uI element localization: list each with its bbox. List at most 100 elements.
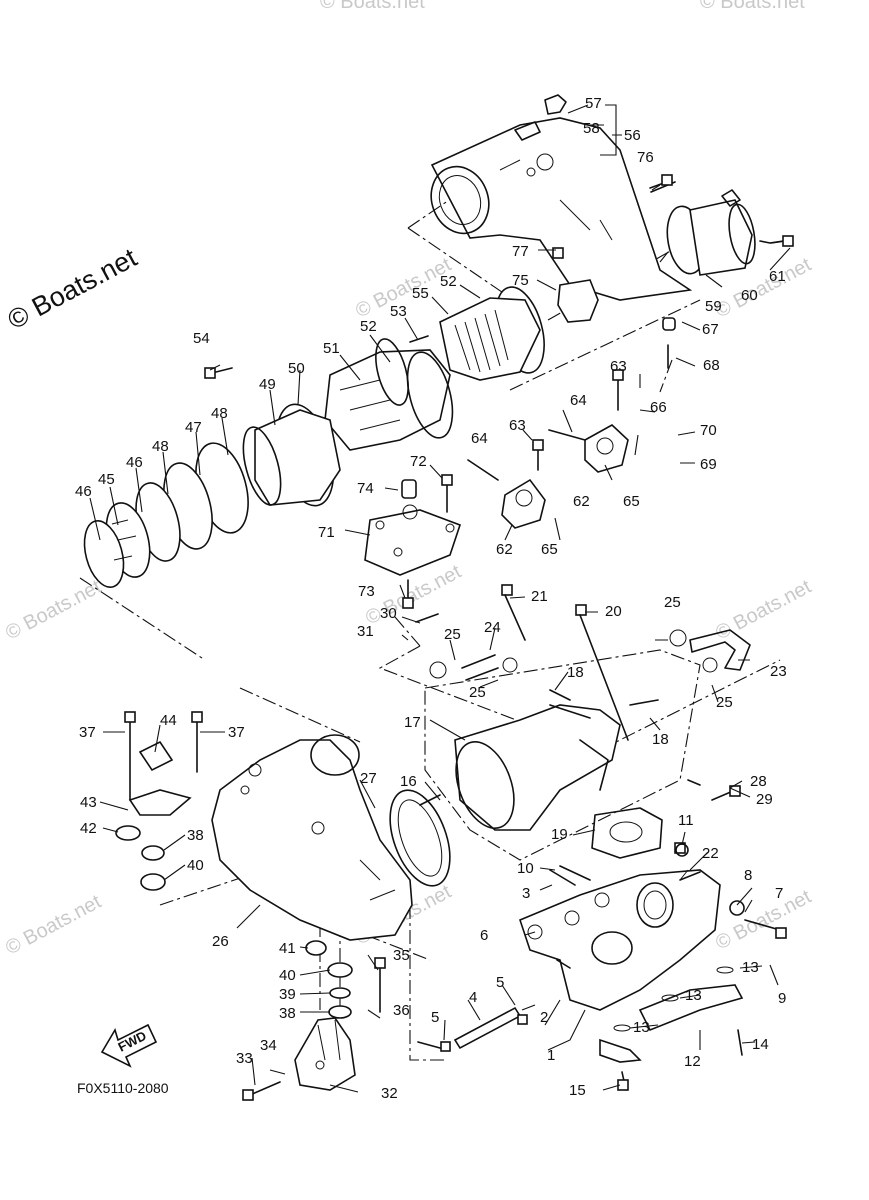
callout-66: 66 bbox=[650, 399, 667, 416]
callout-16: 16 bbox=[400, 773, 417, 790]
callout-49: 49 bbox=[259, 376, 276, 393]
callout-74: 74 bbox=[357, 480, 374, 497]
callout-32: 32 bbox=[381, 1085, 398, 1102]
callout-72: 72 bbox=[410, 453, 427, 470]
watermark-text: © Boats.net bbox=[700, 0, 805, 13]
callout-44: 44 bbox=[160, 712, 177, 729]
callout-75: 75 bbox=[512, 272, 529, 289]
callout-35: 35 bbox=[393, 947, 410, 964]
callout-25: 25 bbox=[664, 594, 681, 611]
callout-labels: 1 2 3 4 5 5 6 7 8 9 10 11 12 13 13 13 14… bbox=[75, 95, 787, 1102]
impeller-housing bbox=[324, 286, 545, 451]
callout-41: 41 bbox=[279, 940, 296, 957]
callout-65: 65 bbox=[541, 541, 558, 558]
callout-20: 20 bbox=[605, 603, 622, 620]
callout-36: 36 bbox=[393, 1002, 410, 1019]
callout-59: 59 bbox=[705, 298, 722, 315]
callout-21: 21 bbox=[531, 588, 548, 605]
callout-39: 39 bbox=[279, 986, 296, 1003]
callout-63: 63 bbox=[610, 358, 627, 375]
callout-2: 2 bbox=[540, 1009, 548, 1026]
washers-grommets bbox=[115, 825, 353, 1019]
bearing-block-left bbox=[501, 478, 546, 529]
callout-26: 26 bbox=[212, 933, 229, 950]
callout-45: 45 bbox=[98, 471, 115, 488]
callout-47: 47 bbox=[185, 419, 202, 436]
callout-76: 76 bbox=[637, 149, 654, 166]
callout-56: 56 bbox=[624, 127, 641, 144]
callout-13: 13 bbox=[685, 987, 702, 1004]
intake-duct bbox=[454, 704, 621, 831]
exhaust-manifold bbox=[519, 869, 721, 1011]
callout-30: 30 bbox=[380, 605, 397, 622]
callout-34: 34 bbox=[260, 1037, 277, 1054]
callout-18: 18 bbox=[567, 664, 584, 681]
callout-48: 48 bbox=[211, 405, 228, 422]
watermark-text: © Boats.net bbox=[712, 886, 815, 955]
intake-cover bbox=[211, 734, 413, 941]
callout-1: 1 bbox=[547, 1047, 555, 1064]
callout-17: 17 bbox=[404, 714, 421, 731]
callout-11: 11 bbox=[678, 812, 694, 829]
callout-52: 52 bbox=[440, 273, 457, 290]
callout-22: 22 bbox=[702, 845, 719, 862]
bracket-75 bbox=[557, 279, 599, 323]
callout-10: 10 bbox=[517, 860, 534, 877]
callout-14: 14 bbox=[752, 1036, 769, 1053]
bolts bbox=[124, 174, 794, 1101]
callout-62: 62 bbox=[496, 541, 513, 558]
watermark-brand: © Boats.net bbox=[3, 242, 142, 335]
callout-38: 38 bbox=[279, 1005, 296, 1022]
watermark-text: © Boats.net bbox=[362, 561, 465, 630]
callout-15: 15 bbox=[569, 1082, 586, 1099]
callout-28: 28 bbox=[750, 773, 767, 790]
callout-27: 27 bbox=[360, 770, 377, 787]
callout-71: 71 bbox=[318, 524, 335, 541]
callout-6: 6 bbox=[480, 927, 488, 944]
callout-37: 37 bbox=[79, 724, 96, 741]
callout-70: 70 bbox=[700, 422, 717, 439]
callout-3: 3 bbox=[522, 885, 530, 902]
bearing-block-right bbox=[584, 424, 629, 473]
callout-8: 8 bbox=[744, 867, 752, 884]
callout-23: 23 bbox=[770, 663, 787, 680]
callout-51: 51 bbox=[323, 340, 340, 357]
callout-29: 29 bbox=[756, 791, 773, 808]
callout-62: 62 bbox=[573, 493, 590, 510]
callout-42: 42 bbox=[80, 820, 97, 837]
duct-sleeves bbox=[83, 403, 341, 588]
callout-25: 25 bbox=[444, 626, 461, 643]
gasket-19 bbox=[591, 807, 663, 859]
callout-53: 53 bbox=[390, 303, 407, 320]
callout-40: 40 bbox=[279, 967, 296, 984]
jet-pump-housing bbox=[430, 94, 693, 301]
callout-31: 31 bbox=[357, 623, 374, 640]
callout-63: 63 bbox=[509, 417, 526, 434]
callout-61: 61 bbox=[769, 268, 786, 285]
nozzle-assembly bbox=[649, 179, 791, 276]
watermark-text: © Boats.net bbox=[2, 576, 105, 645]
callout-60: 60 bbox=[741, 287, 758, 304]
callout-50: 50 bbox=[288, 360, 305, 377]
callout-46: 46 bbox=[75, 483, 92, 500]
callout-37: 37 bbox=[228, 724, 245, 741]
callout-69: 69 bbox=[700, 456, 717, 473]
callout-55: 55 bbox=[412, 285, 429, 302]
callout-25: 25 bbox=[716, 694, 733, 711]
watermark-text: © Boats.net bbox=[2, 891, 105, 960]
callout-25: 25 bbox=[469, 684, 486, 701]
callout-5: 5 bbox=[496, 974, 504, 991]
callout-5: 5 bbox=[431, 1009, 439, 1026]
callout-43: 43 bbox=[80, 794, 97, 811]
watermark-text: © Boats.net bbox=[712, 576, 815, 645]
callout-19: 19 bbox=[551, 826, 568, 843]
mount-bracket-43 bbox=[128, 740, 192, 816]
callout-46: 46 bbox=[126, 454, 143, 471]
exhaust-pipe bbox=[599, 984, 744, 1063]
mount-bracket bbox=[294, 1017, 356, 1091]
fwd-arrow-icon: FWD bbox=[100, 1023, 158, 1068]
callout-64: 64 bbox=[471, 430, 488, 447]
callout-40: 40 bbox=[187, 857, 204, 874]
callout-68: 68 bbox=[703, 357, 720, 374]
